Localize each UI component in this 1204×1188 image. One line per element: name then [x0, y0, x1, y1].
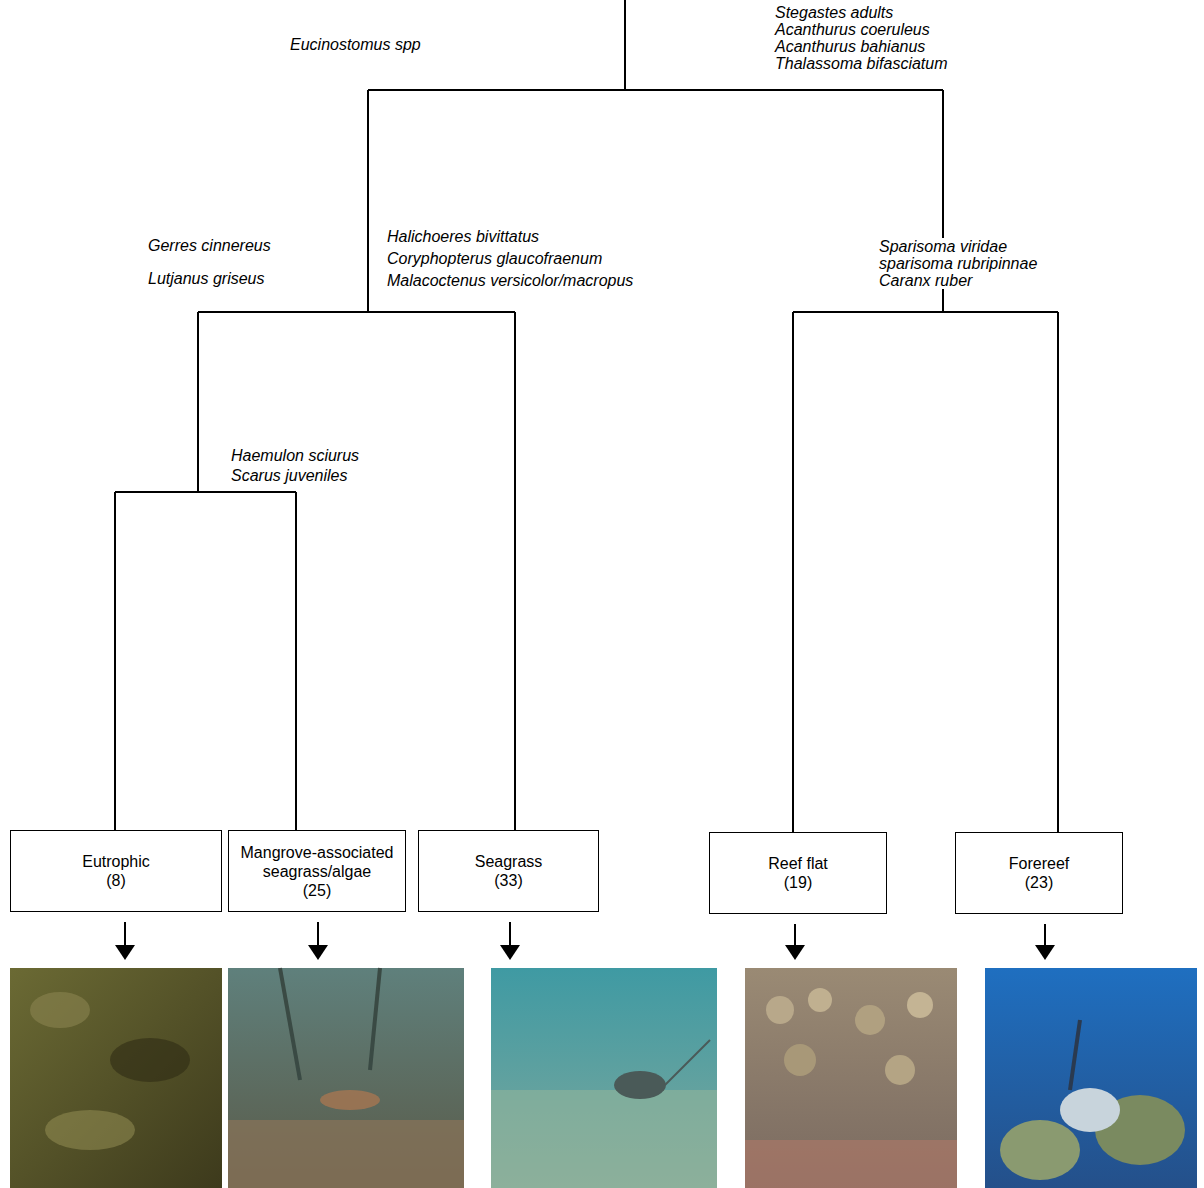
- species-label: sparisoma rubripinnae: [877, 255, 1039, 272]
- sample-count: (23): [1025, 873, 1053, 892]
- sample-count: (8): [106, 871, 126, 890]
- species-label: Halichoeres bivittatus: [385, 228, 541, 245]
- species-label: Malacoctenus versicolor/macropus: [385, 272, 635, 289]
- habitat-name: Mangrove-associated seagrass/algae: [237, 843, 397, 881]
- dendrogram: [115, 0, 1058, 832]
- sample-count: (19): [784, 873, 812, 892]
- habitat-box: Reef flat(19): [709, 832, 887, 914]
- species-label: Acanthurus bahianus: [773, 38, 927, 55]
- down-arrows: [115, 922, 1055, 960]
- habitat-box: Forereef(23): [955, 832, 1123, 914]
- habitat-photos: [10, 968, 1197, 1188]
- habitat-box: Mangrove-associated seagrass/algae(25): [228, 830, 406, 912]
- species-label: Haemulon sciurus: [229, 447, 361, 464]
- habitat-name: Eutrophic: [82, 852, 150, 871]
- habitat-name: Seagrass: [475, 852, 543, 871]
- species-label: Eucinostomus spp: [288, 36, 423, 53]
- habitat-name: Forereef: [1009, 854, 1069, 873]
- sample-count: (25): [303, 881, 331, 900]
- species-label: Coryphopterus glaucofraenum: [385, 250, 604, 267]
- species-label: Caranx ruber: [877, 272, 974, 289]
- species-label: Lutjanus griseus: [146, 270, 267, 287]
- species-label: Sparisoma viridae: [877, 238, 1009, 255]
- species-label: Acanthurus coeruleus: [773, 21, 932, 38]
- species-label: Stegastes adults: [773, 4, 895, 21]
- species-label: Scarus juveniles: [229, 467, 350, 484]
- habitat-box: Eutrophic(8): [10, 830, 222, 912]
- habitat-box: Seagrass(33): [418, 830, 599, 912]
- habitat-name: Reef flat: [768, 854, 828, 873]
- species-label: Thalassoma bifasciatum: [773, 55, 950, 72]
- sample-count: (33): [494, 871, 522, 890]
- species-label: Gerres cinnereus: [146, 237, 273, 254]
